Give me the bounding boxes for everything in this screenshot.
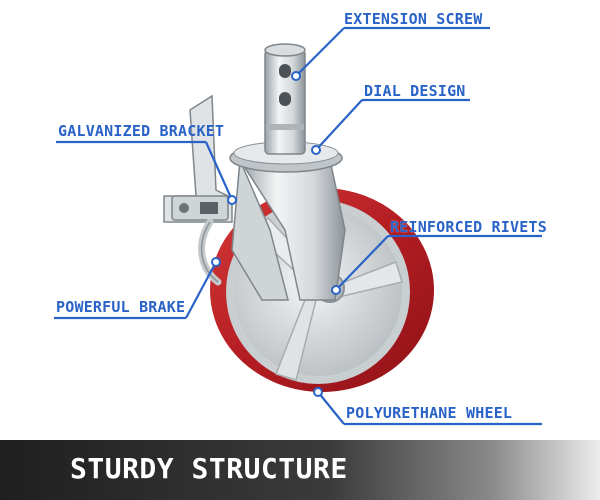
galvanized-bracket xyxy=(163,94,233,223)
callout-dot-extension-screw xyxy=(291,71,301,81)
callout-dot-reinforced-rivets xyxy=(331,285,341,295)
callout-line-extension-screw xyxy=(295,27,345,77)
callout-line-powerful-brake xyxy=(185,261,217,319)
callout-lines xyxy=(54,26,542,426)
callout-line-polyurethane-wheel xyxy=(317,391,345,425)
callout-line-dial-design xyxy=(315,99,363,151)
label-polyurethane-wheel: POLYURETHANE WHEEL xyxy=(346,404,513,422)
callout-dot-powerful-brake xyxy=(211,257,221,267)
callout-dot-dial-design xyxy=(311,145,321,155)
extension-stem xyxy=(264,43,306,155)
callout-dot-galvanized-bracket xyxy=(227,195,237,205)
label-extension-screw: EXTENSION SCREW xyxy=(344,10,483,28)
label-reinforced-rivets: REINFORCED RIVETS xyxy=(390,218,547,236)
caster-fork xyxy=(231,159,346,301)
label-galvanized-bracket: GALVANIZED BRACKET xyxy=(58,122,225,140)
callout-dot-polyurethane-wheel xyxy=(313,387,323,397)
label-powerful-brake: POWERFUL BRAKE xyxy=(56,298,186,316)
callout-line-reinforced-rivets xyxy=(335,235,389,291)
callout-line-galvanized-bracket xyxy=(204,141,234,201)
footer-banner: STURDY STRUCTURE xyxy=(0,440,600,500)
footer-title: STURDY STRUCTURE xyxy=(70,452,348,485)
label-dial-design: DIAL DESIGN xyxy=(364,82,466,100)
callout-dots xyxy=(211,71,341,397)
brake-lever xyxy=(198,218,222,286)
